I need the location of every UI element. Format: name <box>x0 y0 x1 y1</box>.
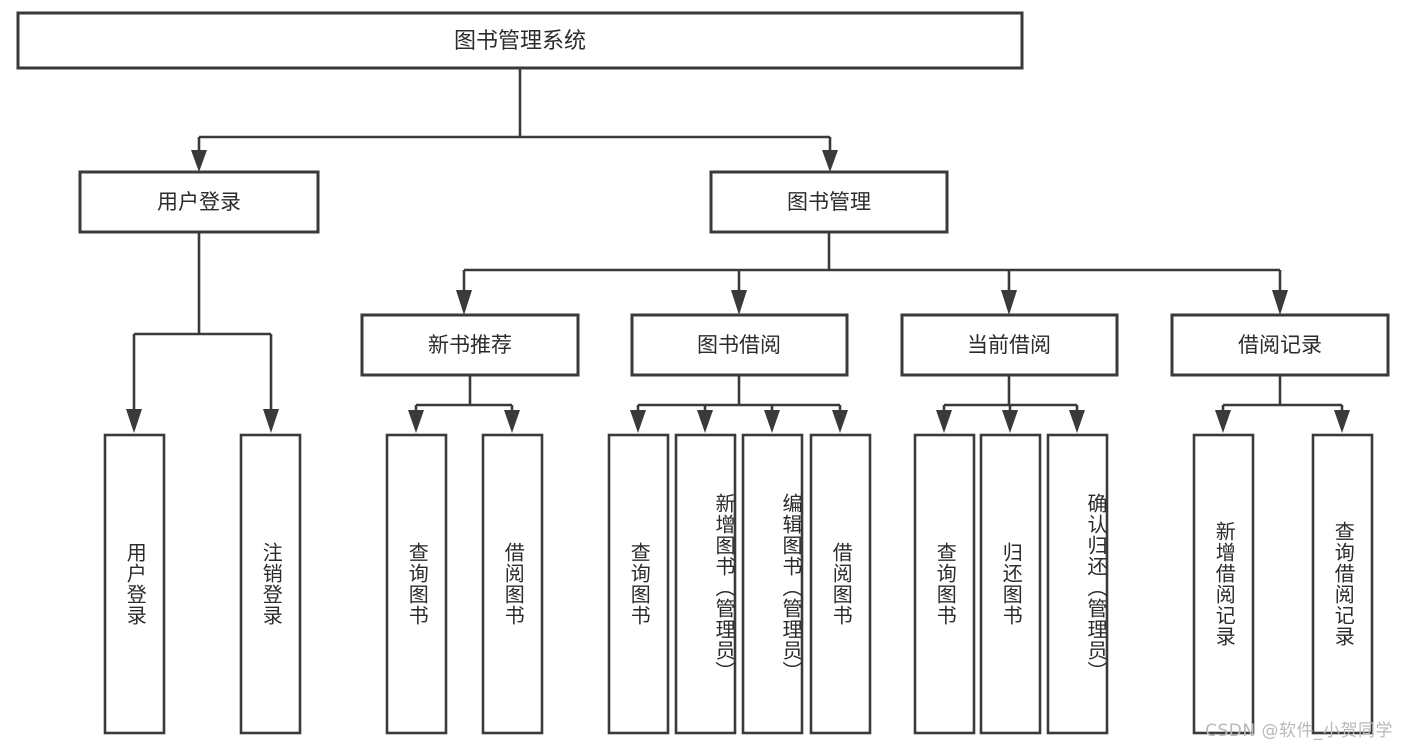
arrowhead-leaf-new-book-1 <box>408 410 424 433</box>
arrowhead-leaf-borrow-record-1 <box>1215 410 1231 433</box>
arrowhead-leaf-current-borrow-1 <box>936 410 952 433</box>
node-book-borrow-label: 图书借阅 <box>697 333 781 357</box>
leaf-box-current-borrow-2[interactable] <box>979 433 1042 735</box>
arrowhead-to-borrow-record <box>1272 290 1288 315</box>
node-book-borrow[interactable]: 图书借阅 <box>630 313 849 377</box>
node-root-box <box>16 11 1024 70</box>
arrowhead-leaf-book-borrow-3 <box>764 410 780 433</box>
leaf-box-user-login-1[interactable] <box>103 433 166 735</box>
node-book-manage-box <box>709 170 949 234</box>
arrowhead-leaf-new-book-2 <box>504 410 520 433</box>
leaf-box-user-login-2[interactable] <box>239 433 302 735</box>
arrowhead-leaf-user-login-1 <box>126 409 142 433</box>
leaf-box-current-borrow-1[interactable] <box>913 433 976 735</box>
arrowhead-leaf-book-borrow-4 <box>832 410 848 433</box>
leaf-box-borrow-record-1[interactable] <box>1192 433 1255 735</box>
node-root[interactable]: 图书管理系统 <box>16 11 1024 70</box>
node-user-login[interactable]: 用户登录 <box>78 170 320 234</box>
arrowhead-leaf-book-borrow-1 <box>630 410 646 433</box>
node-borrow-record-label: 借阅记录 <box>1238 333 1322 357</box>
arrowhead-to-current-borrow <box>1001 290 1017 315</box>
node-book-manage-label: 图书管理 <box>787 190 871 214</box>
leaf-box-new-book-1[interactable] <box>385 433 448 735</box>
watermark: CSDN @软件_小贺同学 <box>1205 721 1393 741</box>
leaf-box-book-borrow-2[interactable] <box>674 433 737 735</box>
leaf-box-current-borrow-3[interactable] <box>1046 433 1109 735</box>
leaf-box-book-borrow-4[interactable] <box>809 433 872 735</box>
node-new-book-recommend[interactable]: 新书推荐 <box>360 313 580 377</box>
leaf-box-book-borrow-3[interactable] <box>741 433 804 735</box>
arrowhead-to-new-book <box>456 290 472 315</box>
node-borrow-record-box <box>1170 313 1390 377</box>
arrowhead-leaf-current-borrow-3 <box>1069 410 1085 433</box>
node-book-manage[interactable]: 图书管理 <box>709 170 949 234</box>
node-current-borrow-label: 当前借阅 <box>967 333 1051 357</box>
leaf-box-book-borrow-1[interactable] <box>607 433 670 735</box>
arrowhead-to-book-manage <box>822 150 838 172</box>
leaf-box-new-book-2[interactable] <box>481 433 544 735</box>
node-root-label: 图书管理系统 <box>454 29 586 54</box>
arrowhead-leaf-current-borrow-2 <box>1002 410 1018 433</box>
node-current-borrow-box <box>900 313 1119 377</box>
arrowhead-to-user-login <box>191 150 207 172</box>
arrowhead-leaf-user-login-2 <box>263 409 279 433</box>
node-user-login-label: 用户登录 <box>157 190 241 214</box>
arrowhead-leaf-borrow-record-2 <box>1334 410 1350 433</box>
node-current-borrow[interactable]: 当前借阅 <box>900 313 1119 377</box>
node-borrow-record[interactable]: 借阅记录 <box>1170 313 1390 377</box>
arrowhead-to-book-borrow <box>731 290 747 315</box>
node-new-book-recommend-box <box>360 313 580 377</box>
node-book-borrow-box <box>630 313 849 377</box>
leaf-box-borrow-record-2[interactable] <box>1311 433 1374 735</box>
node-new-book-recommend-label: 新书推荐 <box>428 333 512 357</box>
arrowhead-leaf-book-borrow-2 <box>697 410 713 433</box>
